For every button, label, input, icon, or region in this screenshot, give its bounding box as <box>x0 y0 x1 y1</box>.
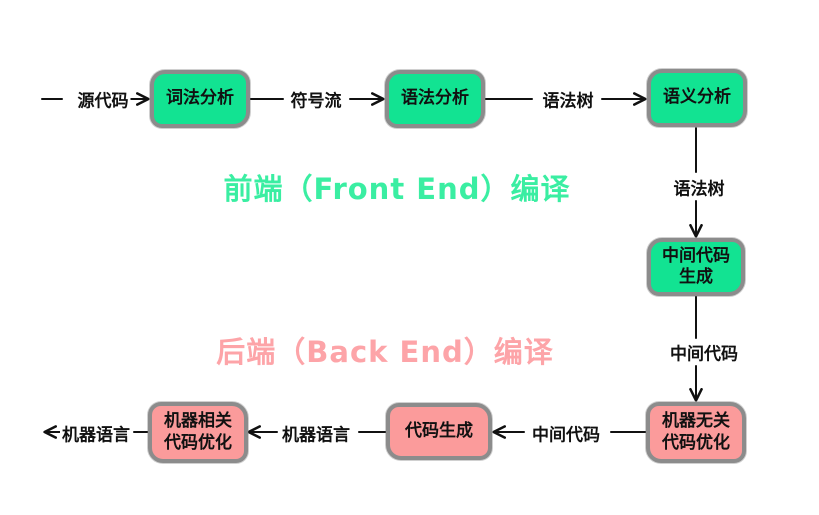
edge-label-source-code: 源代码 <box>75 86 131 112</box>
node-machine-independent-optimization: 机器无关 代码优化 <box>646 402 746 463</box>
node-machine-dependent-optimization: 机器相关 代码优化 <box>148 402 248 463</box>
edge-label-token-stream: 符号流 <box>288 86 344 112</box>
edge-label-syntax-tree-top: 语法树 <box>540 86 596 112</box>
node-semantic-analysis: 语义分析 <box>647 69 747 127</box>
edge-label-intermediate-code-right: 中间代码 <box>668 339 740 365</box>
node-lexical-analysis: 词法分析 <box>150 70 250 128</box>
front-end-section-title: 前端（Front End）编译 <box>223 172 571 206</box>
back-end-section-title: 后端（Back End）编译 <box>216 335 554 369</box>
node-syntax-analysis: 语法分析 <box>385 70 485 128</box>
edge-label-machine-language-out: 机器语言 <box>60 420 132 446</box>
edge-label-syntax-tree-right: 语法树 <box>671 174 727 200</box>
edge-label-intermediate-code-bottom: 中间代码 <box>530 420 602 446</box>
node-intermediate-code-generation: 中间代码 生成 <box>647 238 745 296</box>
node-code-generation: 代码生成 <box>386 403 492 460</box>
edge-label-machine-language-mid: 机器语言 <box>280 420 352 446</box>
